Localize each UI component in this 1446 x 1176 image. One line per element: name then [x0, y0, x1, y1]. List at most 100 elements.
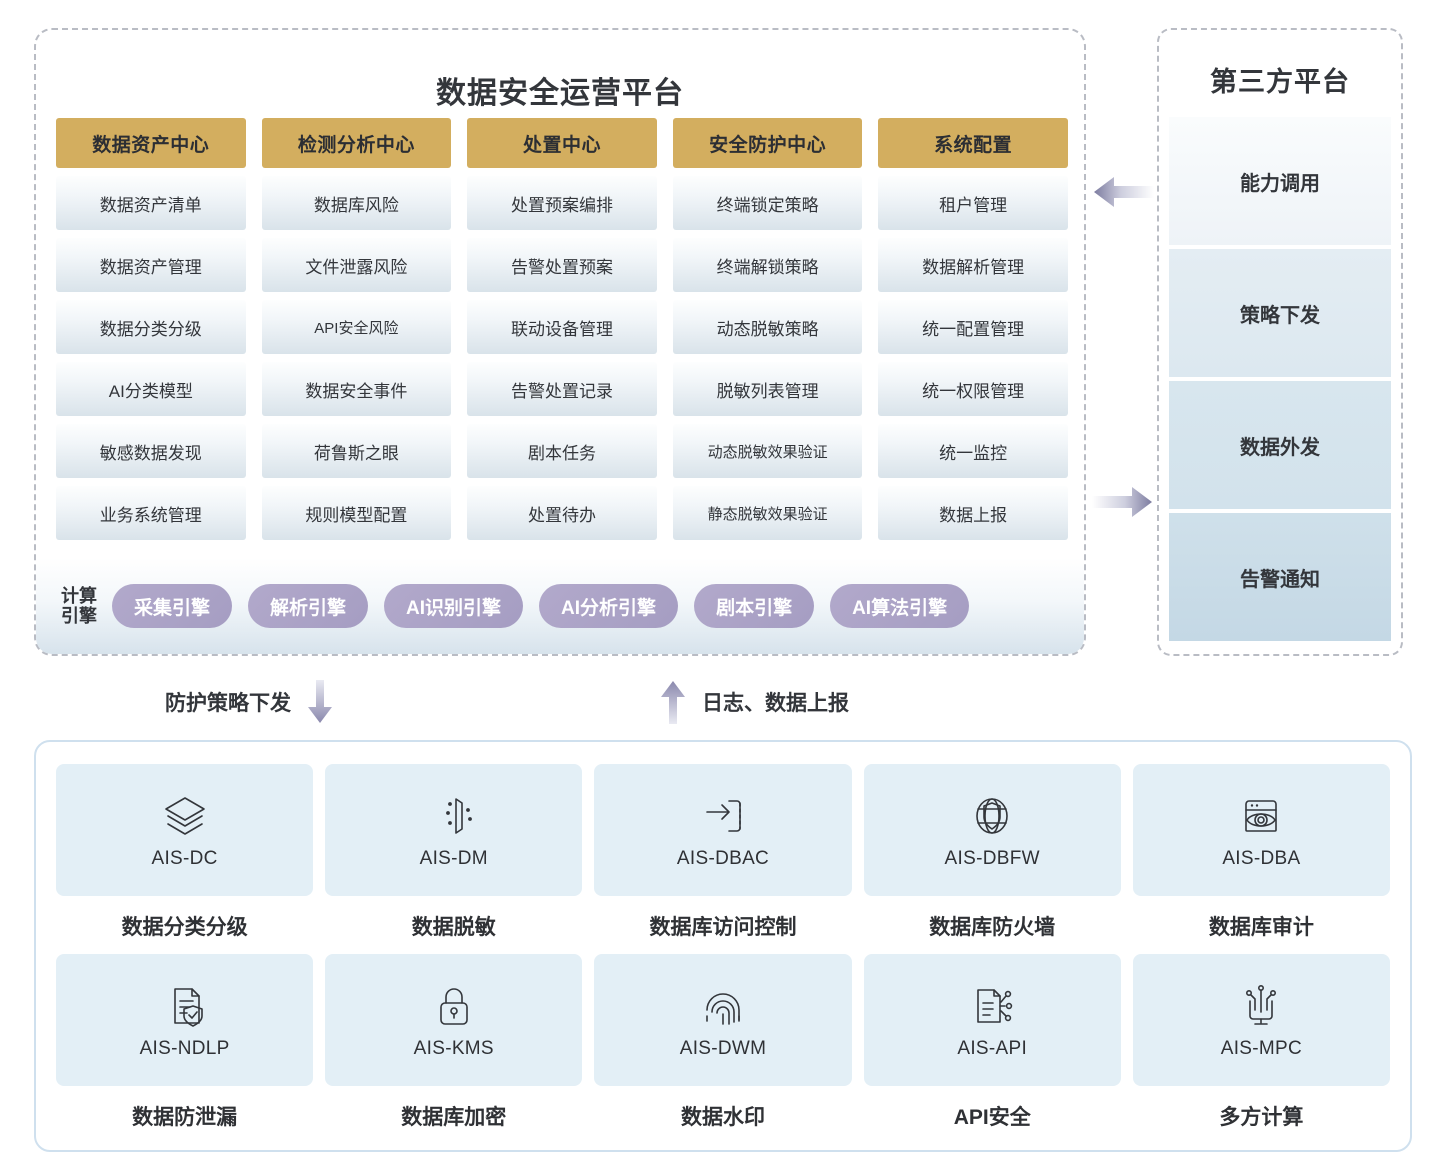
module-column-header[interactable]: 数据资产中心: [56, 118, 246, 168]
module-item[interactable]: 数据资产清单: [56, 176, 246, 230]
doc-shield-icon: [159, 980, 211, 1032]
module-item[interactable]: 静态脱敏效果验证: [672, 486, 863, 540]
product-card[interactable]: AIS-KMS: [325, 954, 583, 1086]
engine-pill[interactable]: 解析引擎: [248, 584, 369, 628]
module-item[interactable]: AI分类模型: [56, 362, 246, 416]
product-code: AIS-KMS: [413, 1038, 494, 1059]
product-card[interactable]: AIS-DC: [56, 764, 314, 896]
product-name: 数据防泄漏: [132, 1106, 238, 1129]
top-section: 数据安全运营平台 数据资产中心数据资产清单数据资产管理数据分类分级 AI分类模型敏…: [34, 28, 1403, 656]
module-column-header[interactable]: 系统配置: [878, 118, 1068, 168]
product-card[interactable]: AIS-DM: [325, 764, 583, 896]
third-party-item[interactable]: 策略下发: [1169, 249, 1391, 377]
product-card[interactable]: AIS-NDLP: [56, 954, 314, 1086]
product-code: AIS-DM: [419, 848, 488, 869]
policy-distribution-label: 防护策略下发: [165, 692, 291, 715]
module-item[interactable]: 数据上报: [878, 486, 1068, 540]
module-item[interactable]: 统一权限管理: [878, 362, 1068, 416]
engine-pill[interactable]: 剧本引擎: [694, 584, 815, 628]
capability-invoke-arrow-icon: [1092, 175, 1154, 209]
module-item[interactable]: 数据解析管理: [878, 238, 1068, 292]
third-party-item[interactable]: 能力调用: [1169, 117, 1391, 245]
monitor-nodes-icon: [1235, 980, 1287, 1032]
layers-icon: [159, 790, 211, 842]
flow-label-row: 防护策略下发: [0, 664, 1446, 736]
platform-title: 数据安全运营平台: [436, 77, 684, 110]
product-item: AIS-DBFW 数据库防火墙: [863, 764, 1121, 954]
engine-pill[interactable]: AI识别引擎: [384, 584, 524, 628]
log-report-flow: 日志、数据上报: [660, 680, 849, 724]
module-item[interactable]: 处置预案编排: [467, 176, 657, 230]
module-item[interactable]: 文件泄露风险: [261, 238, 452, 292]
product-name: 数据库防火墙: [929, 916, 1056, 939]
third-party-item[interactable]: 数据外发: [1169, 381, 1391, 509]
module-column-header[interactable]: 检测分析中心: [261, 118, 452, 168]
engine-pill-list: 采集引擎解析引擎 AI识别引擎 AI分析引擎剧本引擎 AI算法引擎: [112, 584, 970, 628]
module-item[interactable]: 敏感数据发现: [56, 424, 246, 478]
module-item[interactable]: 脱敏列表管理: [672, 362, 863, 416]
product-name: API安全: [953, 1106, 1031, 1129]
product-card[interactable]: AIS-MPC: [1132, 954, 1390, 1086]
module-column-header[interactable]: 安全防护中心: [672, 118, 863, 168]
product-card[interactable]: AIS-DWM: [594, 954, 852, 1086]
third-party-item[interactable]: 告警通知: [1169, 513, 1391, 641]
module-column: 安全防护中心终端锁定策略终端解锁策略动态脱敏策略脱敏列表管理动态脱敏效果验证静态…: [672, 118, 863, 540]
product-item: AIS-DC 数据分类分级: [56, 764, 314, 954]
module-item[interactable]: 终端解锁策略: [672, 238, 863, 292]
globe-shield-icon: [966, 790, 1018, 842]
module-item[interactable]: 联动设备管理: [467, 300, 657, 354]
module-item[interactable]: 告警处置记录: [467, 362, 657, 416]
product-code: AIS-DC: [151, 848, 218, 869]
product-code: AIS-NDLP: [139, 1038, 230, 1059]
module-item[interactable]: 动态脱敏策略: [672, 300, 863, 354]
module-item[interactable]: 规则模型配置: [261, 486, 452, 540]
module-item[interactable]: API安全风险: [261, 300, 452, 354]
module-grid: 数据资产中心数据资产清单数据资产管理数据分类分级 AI分类模型敏感数据发现业务系统…: [56, 118, 1068, 540]
module-item[interactable]: 告警处置预案: [467, 238, 657, 292]
engine-pill[interactable]: AI分析引擎: [539, 584, 679, 628]
engine-pill[interactable]: AI算法引擎: [830, 584, 970, 628]
module-item[interactable]: 数据资产管理: [56, 238, 246, 292]
module-item[interactable]: 租户管理: [878, 176, 1068, 230]
policy-distribution-flow: 防护策略下发: [165, 680, 333, 724]
compute-engine-label: 计算引擎: [61, 585, 97, 626]
arrow-up-icon: [660, 680, 686, 724]
module-item[interactable]: 数据分类分级: [56, 300, 246, 354]
module-item[interactable]: 数据库风险: [261, 176, 452, 230]
product-card[interactable]: AIS-API: [863, 954, 1121, 1086]
module-item[interactable]: 终端锁定策略: [672, 176, 863, 230]
third-party-title: 第三方平台: [1210, 67, 1350, 97]
product-item: AIS-DWM 数据水印: [594, 954, 852, 1144]
module-item[interactable]: 统一配置管理: [878, 300, 1068, 354]
product-code: AIS-DBAC: [676, 848, 770, 869]
compute-engine-strip: 计算引擎 采集引擎解析引擎 AI识别引擎 AI分析引擎剧本引擎 AI算法引擎: [36, 558, 1084, 654]
product-name: 数据脱敏: [411, 916, 496, 939]
log-report-label: 日志、数据上报: [702, 692, 849, 715]
engine-pill[interactable]: 采集引擎: [112, 584, 233, 628]
product-card[interactable]: AIS-DBA: [1132, 764, 1390, 896]
product-code: AIS-DBFW: [944, 848, 1040, 869]
padlock-icon: [428, 980, 480, 1032]
module-column: 处置中心处置预案编排告警处置预案联动设备管理告警处置记录剧本任务处置待办: [467, 118, 657, 540]
product-card[interactable]: AIS-DBFW: [863, 764, 1121, 896]
module-item[interactable]: 荷鲁斯之眼: [261, 424, 452, 478]
module-item[interactable]: 剧本任务: [467, 424, 657, 478]
arrow-down-icon: [307, 680, 333, 724]
module-column-header[interactable]: 处置中心: [467, 118, 657, 168]
module-item[interactable]: 动态脱敏效果验证: [672, 424, 863, 478]
third-party-list: 能力调用策略下发数据外发告警通知: [1169, 117, 1391, 641]
product-name: 数据库加密: [401, 1106, 507, 1129]
module-item[interactable]: 统一监控: [878, 424, 1068, 478]
access-door-icon: [697, 790, 749, 842]
product-name: 数据水印: [680, 1106, 765, 1129]
product-name: 数据库审计: [1208, 916, 1314, 939]
module-item[interactable]: 处置待办: [467, 486, 657, 540]
product-code: AIS-DWM: [679, 1038, 767, 1059]
product-card[interactable]: AIS-DBAC: [594, 764, 852, 896]
module-column: 数据资产中心数据资产清单数据资产管理数据分类分级 AI分类模型敏感数据发现业务系统…: [56, 118, 246, 540]
product-name: 数据分类分级: [121, 916, 248, 939]
module-item[interactable]: 数据安全事件: [261, 362, 452, 416]
module-item[interactable]: 业务系统管理: [56, 486, 246, 540]
